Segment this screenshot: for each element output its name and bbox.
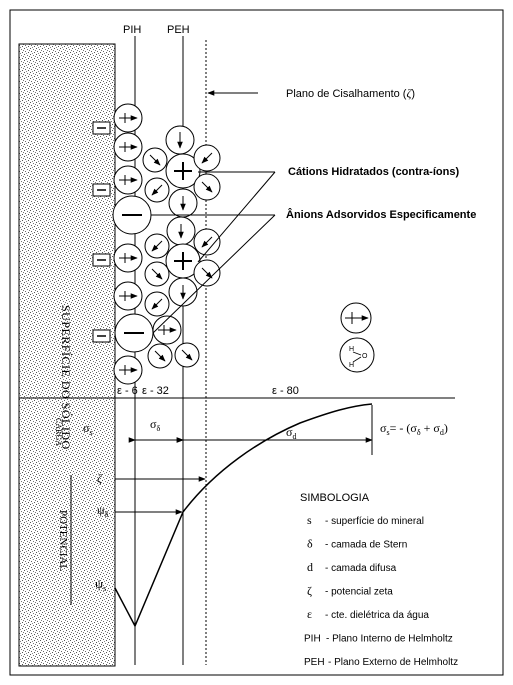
potential-side-label: POTENCIAL bbox=[57, 510, 69, 571]
legend-description: - camada de Stern bbox=[325, 540, 407, 551]
legend-description: - superfície do mineral bbox=[325, 516, 424, 527]
legend-description: - camada difusa bbox=[325, 563, 397, 574]
water-h-bottom: H bbox=[349, 362, 354, 369]
callout-leaders bbox=[151, 171, 276, 334]
charge-balance-equation: σs= - (σδ + σd) bbox=[380, 421, 448, 437]
pih-label: PIH bbox=[123, 24, 141, 36]
solid-surface bbox=[18, 43, 116, 667]
water-h-top: H bbox=[349, 346, 354, 353]
eps80-label: ε - 80 bbox=[272, 385, 299, 397]
ion-symbols bbox=[119, 113, 213, 375]
psi-delta-label: ψδ bbox=[97, 503, 109, 519]
eps32-label: ε - 32 bbox=[142, 385, 169, 397]
legend-symbol: s bbox=[307, 513, 312, 527]
sigma-d-label: σd bbox=[286, 425, 296, 441]
legend-description: - cte. dielétrica da água bbox=[325, 610, 429, 621]
ion-layer bbox=[112, 103, 221, 385]
water-o: O bbox=[362, 353, 368, 360]
surface-label: SUPERFÍCIE DO SÓLIDO bbox=[59, 305, 73, 450]
legend-symbol: PEH bbox=[304, 657, 325, 668]
legend-symbol: PIH bbox=[304, 634, 321, 645]
legend-symbol: ζ bbox=[307, 584, 312, 598]
psi-s-label: ψs bbox=[95, 576, 106, 593]
legend-description: - Plano Interno de Helmholtz bbox=[326, 634, 453, 645]
zeta-potential-label: ζ bbox=[97, 471, 103, 485]
peh-label: PEH bbox=[167, 24, 190, 36]
legend-symbol: ε bbox=[307, 607, 312, 621]
water-molecule-icon bbox=[339, 337, 375, 373]
hydrated-cations-label: Cátions Hidratados (contra-íons) bbox=[288, 166, 459, 178]
surface-charge-boxes bbox=[92, 121, 111, 343]
legend-symbol: δ bbox=[307, 537, 313, 551]
symbology-legend: SIMBOLOGIA s - superfície do mineral δ - ca… bbox=[300, 492, 458, 668]
outer-frame bbox=[9, 9, 504, 676]
potential-curve bbox=[114, 403, 373, 628]
sigma-s-label: σs bbox=[83, 421, 93, 437]
legend-description: - Plano Externo de Helmholtz bbox=[328, 657, 458, 668]
sigma-delta-label: σδ bbox=[150, 417, 160, 433]
shear-plane-callout: Plano de Cisalhamento (ζ) bbox=[286, 86, 415, 100]
legend-description: - potencial zeta bbox=[325, 587, 393, 598]
legend-title: SIMBOLOGIA bbox=[300, 492, 370, 504]
adsorbed-anions-label: Ânions Adsorvidos Especificamente bbox=[286, 208, 476, 221]
eps6-label: ε - 6 bbox=[117, 385, 138, 397]
legend-symbol: d bbox=[307, 560, 313, 574]
charge-side-label: CARGA bbox=[54, 418, 63, 446]
